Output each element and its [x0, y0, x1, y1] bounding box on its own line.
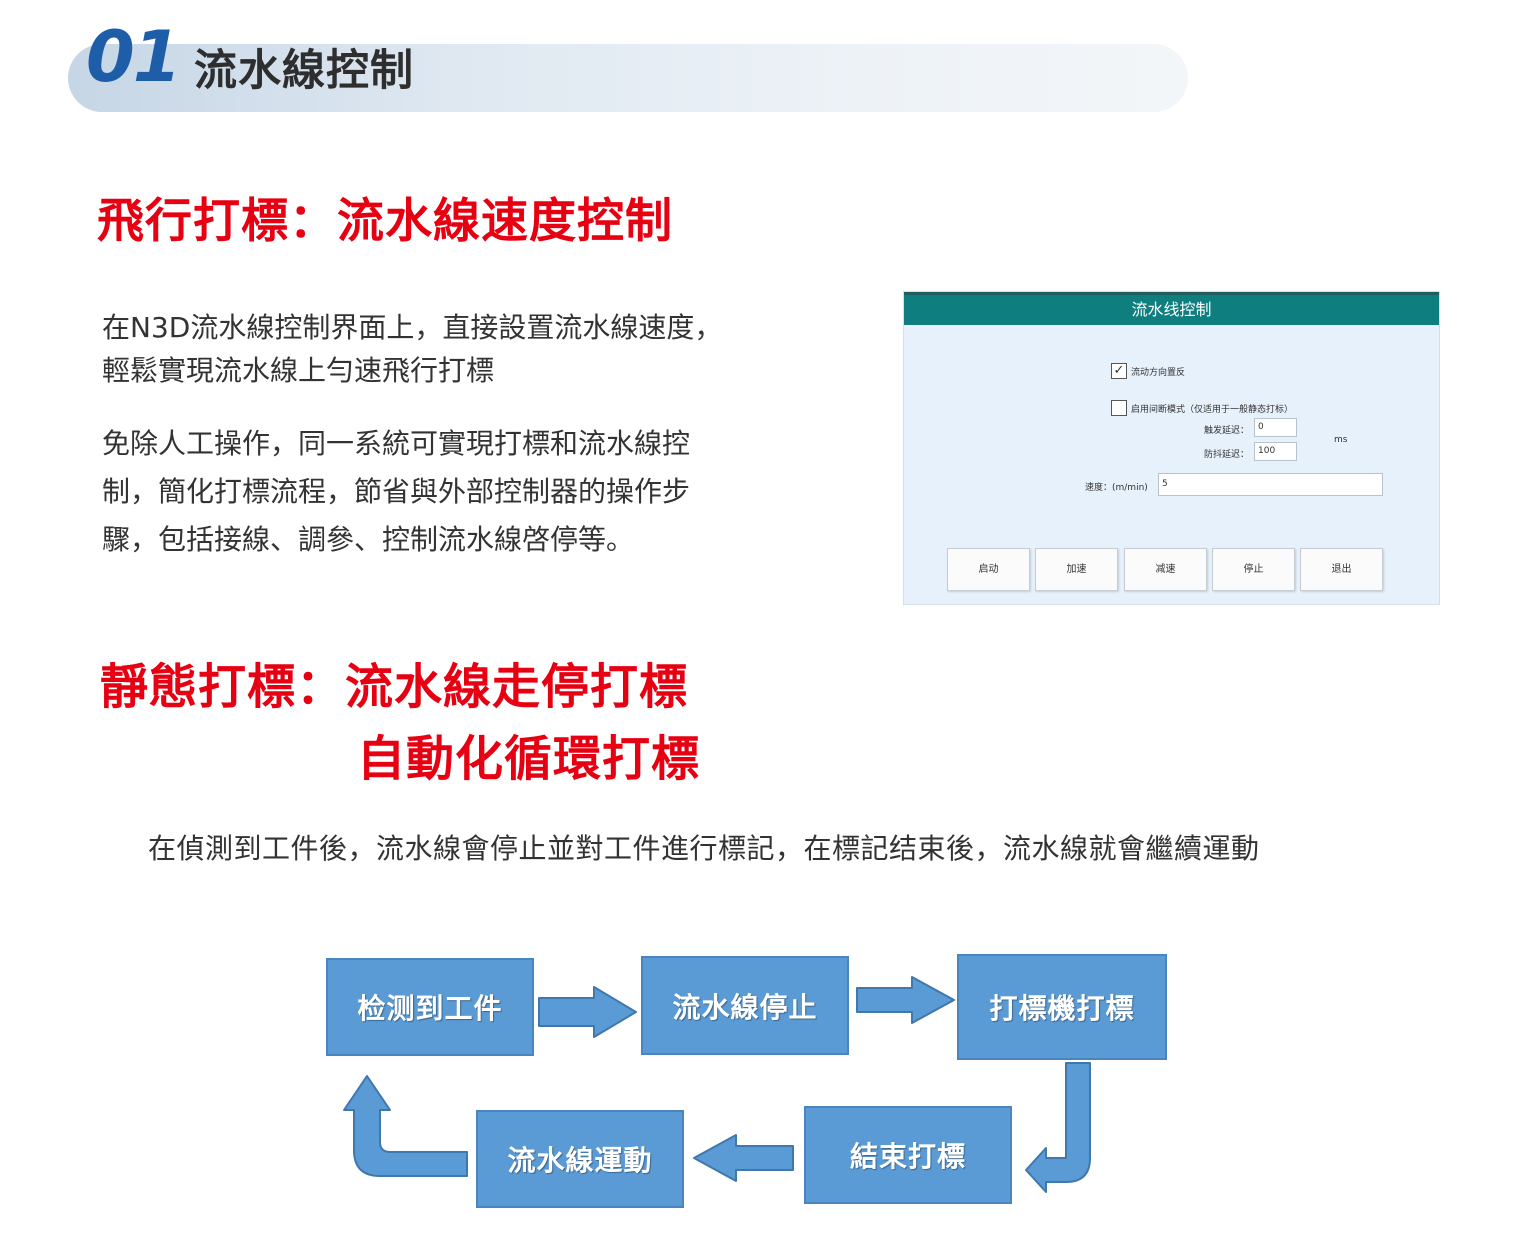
- flow-step-end-marking: 結束打標: [804, 1106, 1012, 1204]
- static-marking-subheading: 自動化循環打標: [357, 731, 701, 787]
- dialog-title: 流水线控制: [904, 292, 1439, 325]
- static-marking-heading: 靜態打標：流水線走停打標: [100, 659, 689, 715]
- flying-marking-heading: 飛行打標：流水線速度控制: [97, 194, 673, 249]
- start-button[interactable]: 启动: [947, 548, 1030, 591]
- delay-unit-label: ms: [1334, 435, 1348, 445]
- arrow-left-icon: [693, 1134, 794, 1182]
- static-marking-description: 在偵測到工件後，流水線會停止並對工件進行標記，在標記结束後，流水線就會繼續運動: [148, 832, 1260, 865]
- reverse-direction-label: 流动方向置反: [1131, 368, 1186, 378]
- arrow-up-return-icon: [343, 1075, 468, 1177]
- trigger-delay-input[interactable]: 0: [1254, 418, 1297, 437]
- intro-paragraph: 在N3D流水線控制界面上，直接設置流水線速度， 輕鬆實現流水線上勻速飛行打標: [102, 306, 822, 393]
- debounce-delay-label: 防抖延迟：: [1204, 450, 1250, 460]
- arrow-down-left-icon: [1025, 1062, 1091, 1193]
- page-title: 流水線控制: [194, 46, 414, 96]
- arrow-right-icon: [538, 986, 637, 1038]
- intermittent-mode-checkbox[interactable]: [1111, 400, 1127, 416]
- section-number: 01: [86, 16, 181, 98]
- flow-step-marking: 打標機打標: [957, 954, 1167, 1060]
- flow-step-detect-workpiece: 检测到工件: [326, 958, 534, 1056]
- intro-line-1: 在N3D流水線控制界面上，直接設置流水線速度，: [102, 311, 723, 344]
- arrow-right-icon: [856, 976, 955, 1024]
- speed-input[interactable]: 5: [1158, 473, 1383, 496]
- header-banner: [68, 44, 1188, 112]
- decelerate-button[interactable]: 减速: [1124, 548, 1207, 591]
- intro-line-2: 輕鬆實現流水線上勻速飛行打標: [102, 354, 495, 388]
- benefit-line-3: 驟，包括接線、調參、控制流水線啓停等。: [102, 523, 635, 557]
- trigger-delay-label: 触发延迟：: [1204, 426, 1250, 436]
- exit-button[interactable]: 退出: [1300, 548, 1383, 591]
- flow-step-line-move: 流水線運動: [476, 1110, 684, 1208]
- benefit-line-2: 制，簡化打標流程，節省與外部控制器的操作步: [102, 475, 691, 509]
- benefit-line-1: 免除人工操作，同一系統可實現打標和流水線控: [102, 427, 691, 460]
- intermittent-mode-label: 启用间断模式（仅适用于一般静态打标）: [1131, 405, 1294, 415]
- stop-button[interactable]: 停止: [1212, 548, 1295, 591]
- conveyor-control-dialog: 流水线控制 ✓ 流动方向置反 启用间断模式（仅适用于一般静态打标） 触发延迟： …: [903, 291, 1440, 605]
- speed-label: 速度：(m/min): [1085, 483, 1148, 493]
- flow-step-line-stop: 流水線停止: [641, 956, 849, 1055]
- reverse-direction-checkbox[interactable]: ✓: [1111, 363, 1127, 379]
- accelerate-button[interactable]: 加速: [1035, 548, 1118, 591]
- debounce-delay-input[interactable]: 100: [1254, 442, 1297, 461]
- benefit-paragraph: 免除人工操作，同一系統可實現打標和流水線控 制，簡化打標流程，節省與外部控制器的…: [102, 420, 802, 564]
